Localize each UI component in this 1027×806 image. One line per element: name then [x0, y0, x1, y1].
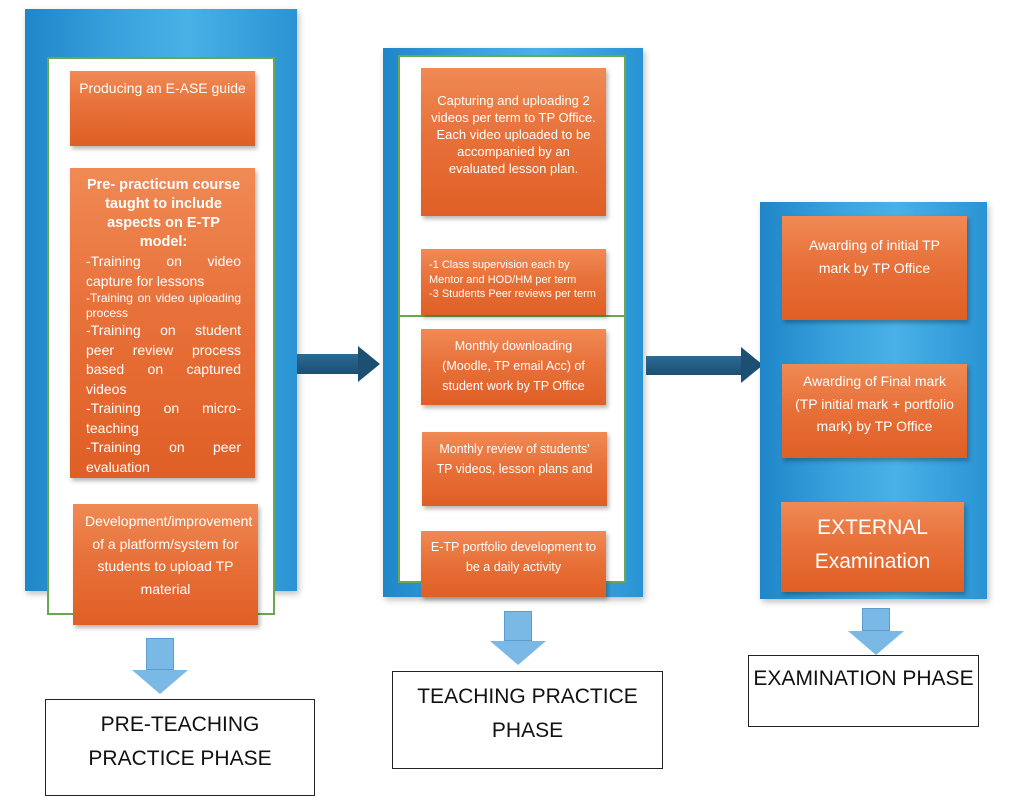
video-upload-line: Capturing and uploading 2 videos per ter…	[431, 93, 596, 125]
class-supervision-box: -1 Class supervision each by Mentor and …	[421, 249, 606, 315]
pre-practicum-bullet: -Training on micro-teaching	[86, 400, 241, 436]
e-ase-guide-box: Producing an E-ASE guide	[70, 71, 255, 146]
arrow-to-examination-icon	[741, 347, 763, 383]
final-mark-box: Awarding of Final mark (TP initial mark …	[782, 364, 967, 458]
monthly-review-box: Monthly review of students' TP videos, l…	[422, 432, 607, 506]
final-mark-text: Awarding of Final mark (TP initial mark …	[795, 373, 954, 434]
pre-teaching-down-arrow-icon	[132, 670, 188, 694]
pre-practicum-bullet: -Training on student peer review process…	[86, 322, 241, 397]
teaching-down-arrow-stem	[504, 611, 532, 641]
pre-practicum-course-box: Pre- practicum course taught to include …	[70, 168, 255, 478]
pre-practicum-title: Pre- practicum course taught to include …	[86, 177, 241, 250]
class-supervision-line: -1 Class supervision each by Mentor and …	[429, 259, 577, 286]
examination-down-arrow-icon	[848, 631, 904, 655]
platform-development-box: Development/improvement of a platform/sy…	[73, 504, 258, 625]
platform-development-text: Development/improvement of a platform/sy…	[85, 513, 253, 597]
initial-mark-box: Awarding of initial TP mark by TP Office	[782, 216, 967, 320]
video-upload-line: Each video uploaded to be accompanied by…	[436, 127, 591, 176]
external-examination-box: EXTERNAL Examination	[781, 502, 964, 592]
monthly-review-text: Monthly review of students' TP videos, l…	[436, 442, 593, 476]
teaching-phase-label: TEACHING PRACTICE PHASE	[392, 671, 663, 769]
arrow-to-teaching-icon	[358, 346, 380, 382]
pre-teaching-phase-label: PRE-TEACHING PRACTICE PHASE	[45, 699, 315, 796]
arrow-to-examination-shaft	[646, 356, 742, 375]
pre-practicum-bullet: -Training on peer evaluation	[86, 439, 241, 475]
portfolio-development-box: E-TP portfolio development to be a daily…	[421, 531, 606, 597]
pre-practicum-bullet: -Training on video capture for lessons	[86, 253, 241, 289]
arrow-to-teaching-shaft	[297, 354, 359, 374]
video-upload-box: Capturing and uploading 2 videos per ter…	[421, 68, 606, 216]
external-examination-text: EXTERNAL Examination	[814, 516, 931, 573]
teaching-down-arrow-icon	[490, 641, 546, 665]
portfolio-development-text: E-TP portfolio development to be a daily…	[430, 540, 597, 574]
pre-teaching-down-arrow-stem	[146, 638, 174, 670]
e-ase-guide-text: Producing an E-ASE guide	[79, 80, 246, 96]
monthly-downloading-box: Monthly downloading (Moodle, TP email Ac…	[421, 329, 606, 405]
examination-down-arrow-stem	[862, 608, 890, 631]
examination-phase-label: EXAMINATION PHASE	[748, 655, 979, 727]
teaching-phase-text: TEACHING PRACTICE PHASE	[417, 685, 638, 742]
initial-mark-text: Awarding of initial TP mark by TP Office	[809, 237, 940, 276]
class-supervision-line: -3 Students Peer reviews per term	[429, 288, 596, 300]
pre-practicum-bullet: -Training on video uploading process	[86, 291, 241, 320]
examination-phase-text: EXAMINATION PHASE	[753, 667, 974, 690]
pre-teaching-phase-text: PRE-TEACHING PRACTICE PHASE	[88, 713, 272, 770]
monthly-downloading-text: Monthly downloading (Moodle, TP email Ac…	[442, 339, 585, 393]
